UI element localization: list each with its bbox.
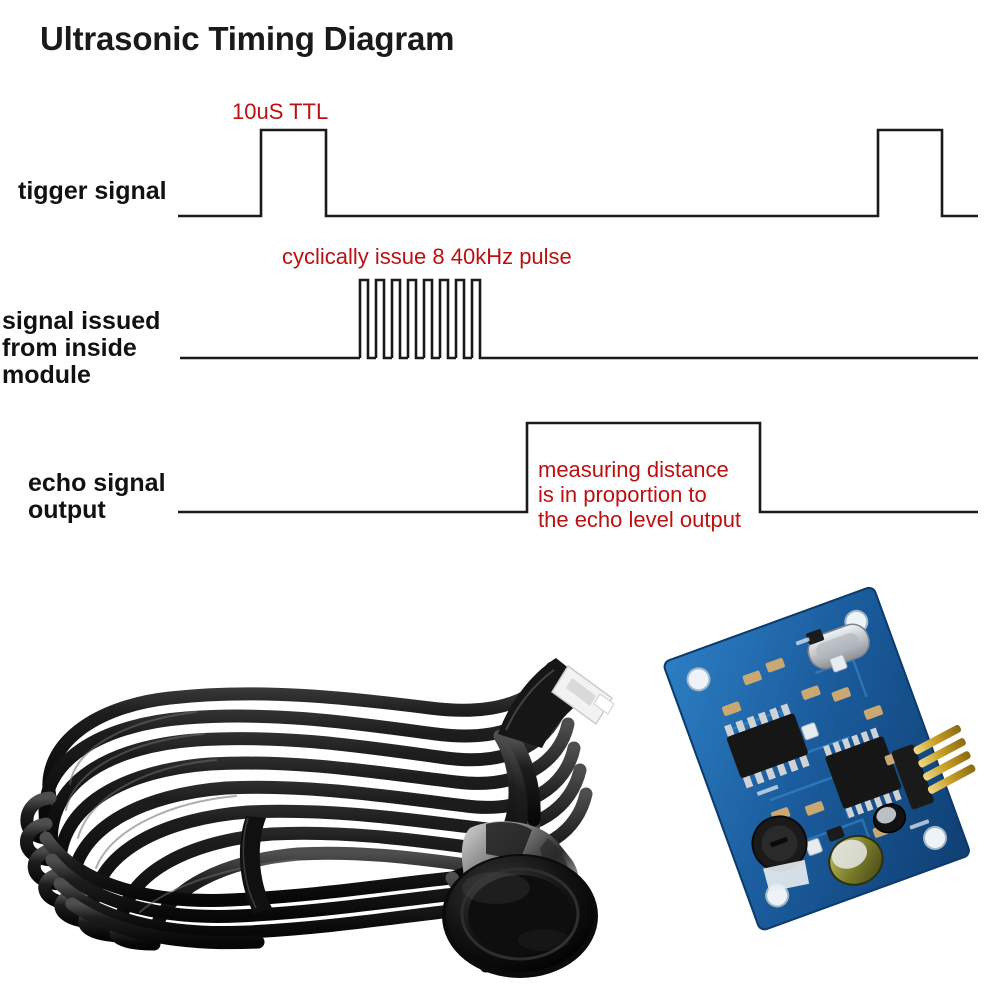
trace-echo-signal <box>178 421 978 514</box>
annotation-10us-ttl: 10uS TTL <box>232 99 329 124</box>
product-photo-illustration <box>20 586 976 978</box>
annotation-40khz-burst: cyclically issue 8 40kHz pulse <box>282 244 572 269</box>
crystal-oscillator <box>807 623 870 670</box>
burst-pulse-group <box>358 278 487 360</box>
annotation-echo-proportion: measuring distance is in proportion to t… <box>538 457 742 532</box>
pcb-module <box>663 586 976 931</box>
waveform-traces <box>178 128 978 514</box>
page-title: Ultrasonic Timing Diagram <box>40 20 455 57</box>
silkscreen-marks <box>756 637 930 830</box>
potentiometer <box>751 815 810 892</box>
timing-diagram: tigger signal signal issued from inside … <box>2 99 978 532</box>
cable-highlights <box>65 711 297 913</box>
ic-chip-left <box>724 703 810 789</box>
probe <box>442 821 598 978</box>
header-pins <box>891 724 976 810</box>
electrolytic-capacitors <box>828 803 907 886</box>
connector <box>498 658 615 748</box>
ic-chip-right <box>823 727 902 819</box>
zip-tie <box>239 816 272 914</box>
smd-components <box>721 629 904 856</box>
row-label-echo-signal: echo signal output <box>28 469 166 524</box>
row-label-signal-issued: signal issued from inside module <box>2 307 161 389</box>
row-label-trigger-signal: tigger signal <box>18 177 167 205</box>
jst-plug <box>551 664 615 726</box>
trace-trigger-signal <box>178 128 978 218</box>
product-photo <box>0 548 1001 1001</box>
